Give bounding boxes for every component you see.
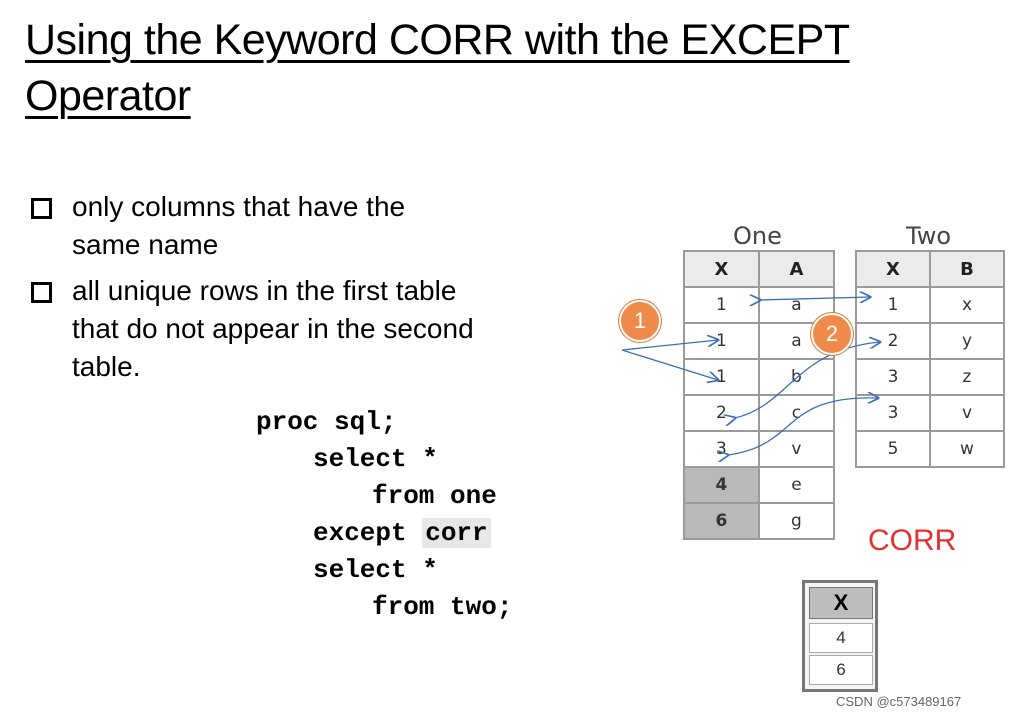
code-line: from one <box>372 481 497 511</box>
bullet-text-line: only columns that have the <box>72 191 406 222</box>
result-cell: 6 <box>809 655 873 685</box>
bullet-list: only columns that have the same name all… <box>28 188 548 394</box>
arrow-1-to-1 <box>760 297 870 300</box>
arrow-3-to-3 <box>728 398 878 455</box>
table-two-caption: Two <box>906 222 951 250</box>
arrow-duplicate-row <box>621 349 718 380</box>
table-cell: e <box>757 466 836 504</box>
result-column-header: X <box>809 587 873 619</box>
result-table: X 4 6 <box>802 580 878 692</box>
table-cell: x <box>928 286 1006 324</box>
table-cell: 1 <box>683 286 760 324</box>
result-cell: 4 <box>809 623 873 653</box>
bullet-text-line: that do not appear in the second <box>72 313 474 344</box>
title-line-1: Using the Keyword CORR with the EXCEPT <box>25 16 850 64</box>
code-line: select * <box>313 444 438 474</box>
table-cell: 4 <box>683 466 760 504</box>
table-cell: 6 <box>683 502 760 540</box>
code-line: except corr <box>313 515 491 551</box>
corr-keyword-highlight: corr <box>422 518 491 548</box>
bullet-item: all unique rows in the first table that … <box>28 272 548 386</box>
square-bullet-icon <box>31 282 52 303</box>
table-cell: v <box>928 394 1006 432</box>
table-cell: y <box>928 322 1006 360</box>
column-header: B <box>928 250 1006 288</box>
watermark: CSDN @c573489167 <box>836 694 962 709</box>
table-cell: g <box>757 502 836 540</box>
arrow-2-to-2 <box>735 342 880 418</box>
column-header: X <box>683 250 760 288</box>
table-cell: w <box>928 430 1006 468</box>
square-bullet-icon <box>31 198 52 219</box>
title-line-2: Operator <box>25 72 191 120</box>
slide-title: Using the Keyword CORR with the EXCEPT O… <box>25 12 850 124</box>
corr-label: CORR <box>868 524 957 557</box>
bullet-text-line: table. <box>72 351 141 382</box>
bullet-item: only columns that have the same name <box>28 188 548 264</box>
column-header: A <box>757 250 836 288</box>
arrow-duplicate-row <box>621 340 718 351</box>
code-line: from two; <box>372 592 513 622</box>
code-line: proc sql; <box>256 407 397 437</box>
step-marker-1: 1 <box>619 300 661 342</box>
bullet-text-line: same name <box>72 229 219 260</box>
table-cell: z <box>928 358 1006 396</box>
table-one-caption: One <box>733 222 782 250</box>
bullet-text-line: all unique rows in the first table <box>72 275 457 306</box>
step-marker-2: 2 <box>811 313 853 355</box>
code-line: select * <box>313 555 438 585</box>
code-keyword-except: except <box>313 518 423 548</box>
column-header: X <box>855 250 931 288</box>
